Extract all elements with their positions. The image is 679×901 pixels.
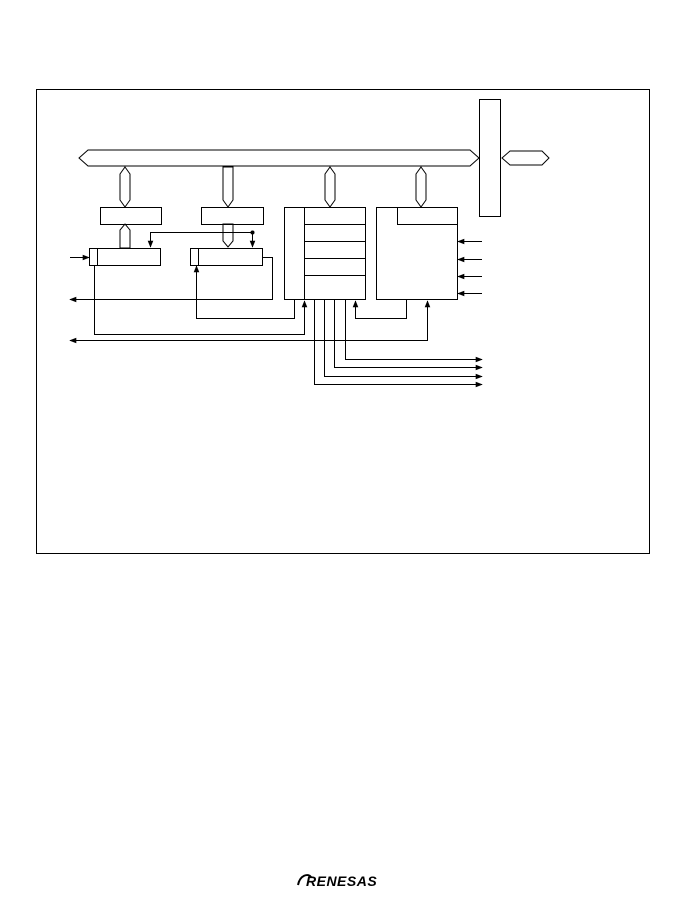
output-line-1 xyxy=(69,257,273,303)
renesas-logo-icon: RENESAS xyxy=(297,873,377,889)
bus-interface-block xyxy=(479,99,501,217)
internal-data-bus xyxy=(78,149,480,167)
bus-tap-4 xyxy=(415,166,427,208)
bus-tap-1 xyxy=(119,166,131,208)
external-bus-arrow xyxy=(501,150,550,166)
renesas-logo-text: RENESAS xyxy=(306,873,377,889)
bus-tap-3 xyxy=(324,166,336,208)
register-b-lower xyxy=(190,248,263,266)
bus-tap-2 xyxy=(222,166,234,208)
control-output-2 xyxy=(334,299,483,371)
register-a-link xyxy=(119,223,131,249)
register-a-lower xyxy=(89,248,161,266)
control-output-1 xyxy=(345,299,483,363)
control-output-3 xyxy=(324,299,483,380)
register-b-upper xyxy=(201,207,264,225)
control-logic-block xyxy=(376,207,458,300)
diagram-frame xyxy=(36,89,650,554)
control-output-4 xyxy=(314,299,483,388)
register-b-link xyxy=(222,223,234,248)
control-register-block xyxy=(284,207,366,300)
register-a-upper xyxy=(100,207,162,225)
